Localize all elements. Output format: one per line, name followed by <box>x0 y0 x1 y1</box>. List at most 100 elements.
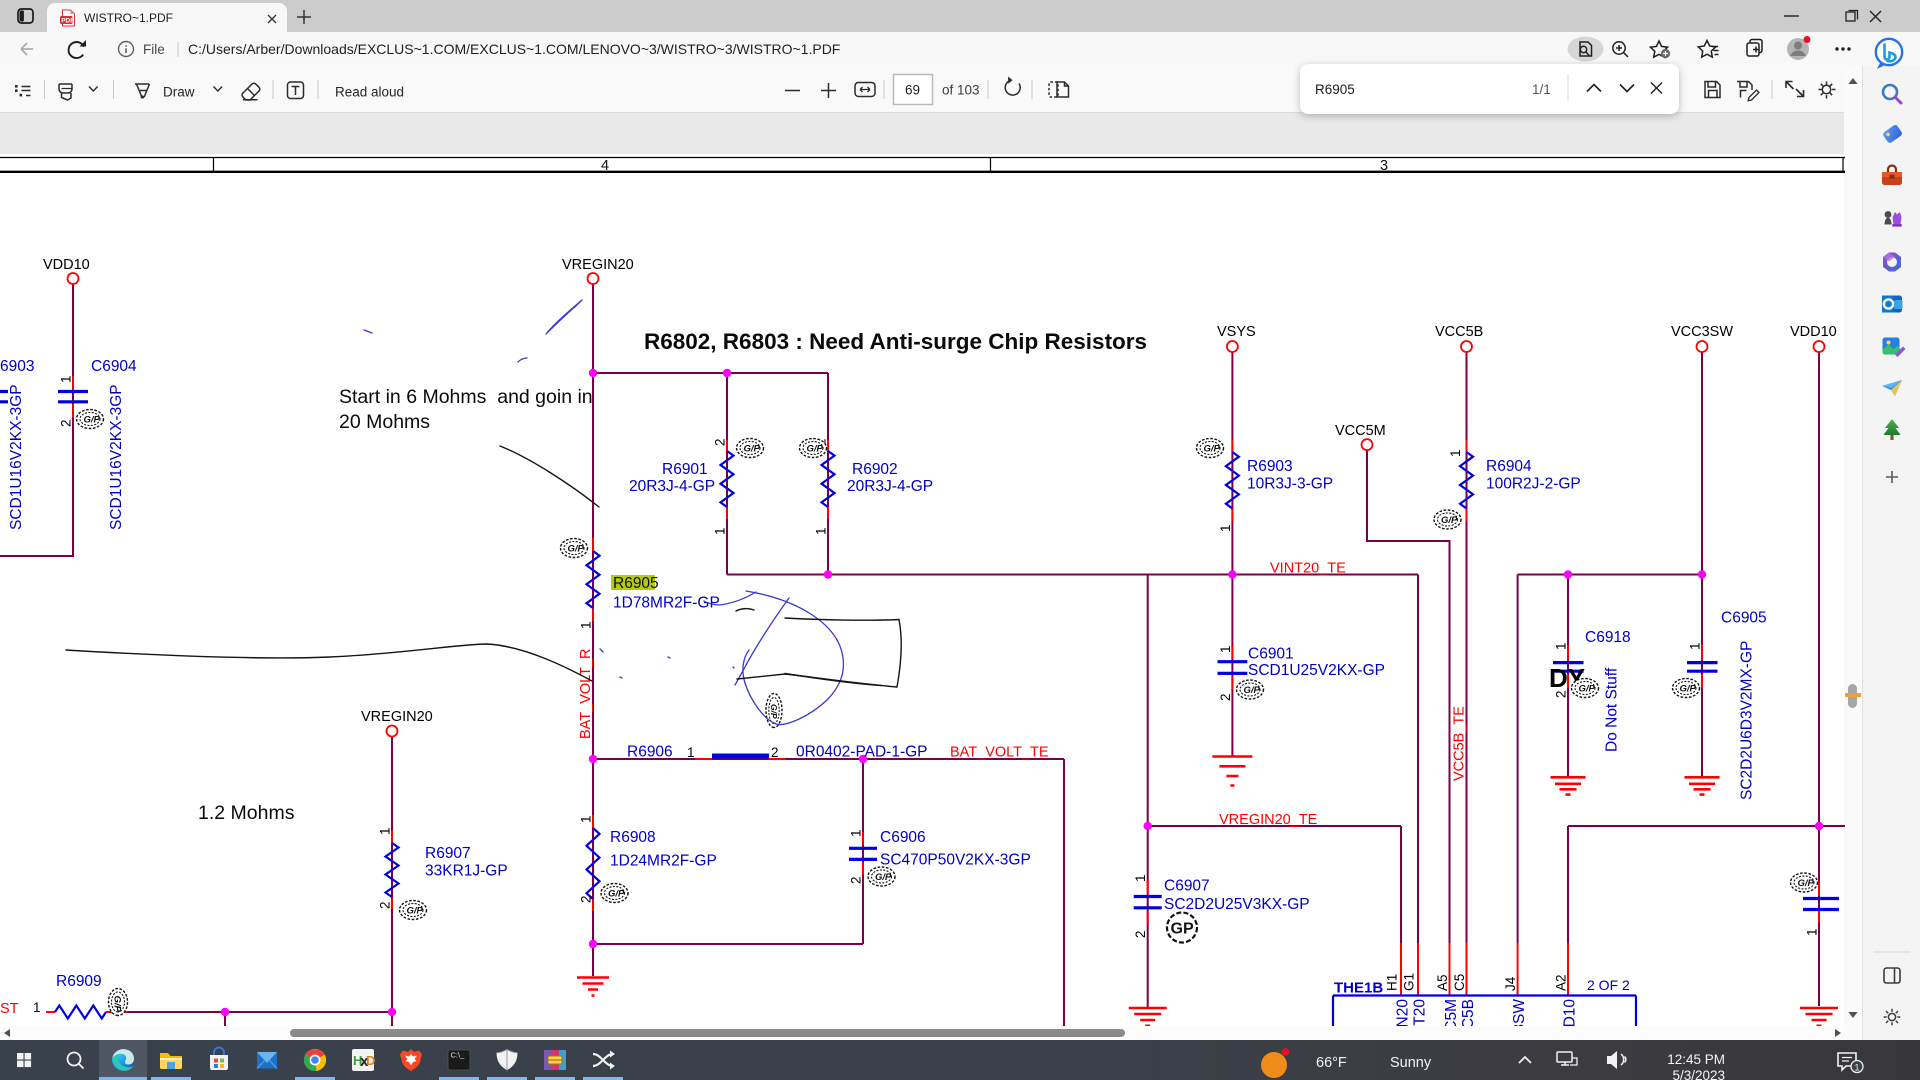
svg-text:1D78MR2F-GP: 1D78MR2F-GP <box>613 595 720 612</box>
svg-text:3: 3 <box>1380 158 1388 174</box>
svg-text:Draw: Draw <box>163 85 195 100</box>
svg-text:SCD1U16V2KX-3GP: SCD1U16V2KX-3GP <box>108 384 125 530</box>
svg-text:1: 1 <box>1855 1063 1860 1073</box>
svg-text:R6907: R6907 <box>425 845 471 862</box>
svg-text:1D24MR2F-GP: 1D24MR2F-GP <box>610 853 717 870</box>
svg-text:C6901: C6901 <box>1248 646 1294 663</box>
svg-text:BAT_VOLT_TE: BAT_VOLT_TE <box>950 745 1049 761</box>
svg-text:C5: C5 <box>1452 974 1467 991</box>
svg-text:THE1B: THE1B <box>1334 980 1383 997</box>
svg-text:C6907: C6907 <box>1164 878 1210 895</box>
svg-text:R6901: R6901 <box>662 461 708 478</box>
svg-text:D: D <box>366 1053 375 1068</box>
svg-text:C6905: C6905 <box>1721 610 1767 627</box>
svg-text:BAT_VOLT_R: BAT_VOLT_R <box>578 648 594 739</box>
svg-text:x: x <box>360 1053 369 1070</box>
svg-text:Read aloud: Read aloud <box>335 85 404 100</box>
svg-text:VREGIN20_TE: VREGIN20_TE <box>1219 812 1318 828</box>
svg-text:10R3J-3-GP: 10R3J-3-GP <box>1247 476 1333 493</box>
svg-text:1: 1 <box>1218 645 1233 653</box>
svg-text:20 Mohms: 20 Mohms <box>339 411 430 433</box>
svg-text:VDD10: VDD10 <box>1790 324 1837 340</box>
svg-text:1: 1 <box>33 1000 41 1015</box>
svg-text:A2: A2 <box>1554 974 1569 991</box>
svg-text:A5: A5 <box>1435 974 1450 991</box>
svg-text:R6905: R6905 <box>613 575 659 592</box>
svg-text:1: 1 <box>1133 874 1148 882</box>
svg-text:Start in 6 Mohms and goin in: Start in 6 Mohms and goin in <box>339 386 593 408</box>
svg-text:VREGIN20: VREGIN20 <box>361 709 433 725</box>
svg-text:SC2D2U6D3V2MX-GP: SC2D2U6D3V2MX-GP <box>1739 641 1756 800</box>
svg-text:1: 1 <box>849 829 864 837</box>
svg-text:of 103: of 103 <box>942 83 980 98</box>
svg-text:2: 2 <box>59 419 74 427</box>
svg-text:R6904: R6904 <box>1486 458 1532 475</box>
svg-text:Sunny: Sunny <box>1390 1055 1432 1071</box>
svg-text:1: 1 <box>1218 524 1233 532</box>
svg-text:1: 1 <box>1688 642 1703 650</box>
svg-text:2: 2 <box>378 901 393 909</box>
svg-text:6903: 6903 <box>0 358 34 375</box>
svg-text:R6906: R6906 <box>627 744 673 761</box>
svg-text:0R0402-PAD-1-GP: 0R0402-PAD-1-GP <box>796 744 928 761</box>
svg-text:C6904: C6904 <box>91 358 137 375</box>
svg-text:VINT20_TE: VINT20_TE <box>1270 561 1346 577</box>
svg-text:R6902: R6902 <box>852 461 898 478</box>
svg-text:20R3J-4-GP: 20R3J-4-GP <box>847 478 933 495</box>
svg-text:VCC5B_TE: VCC5B_TE <box>1452 706 1468 781</box>
svg-text:2: 2 <box>849 876 864 884</box>
svg-text:GP: GP <box>1171 921 1194 938</box>
svg-text:1: 1 <box>579 621 594 629</box>
svg-text:66°F: 66°F <box>1316 1055 1347 1071</box>
svg-text:R6908: R6908 <box>610 829 656 846</box>
svg-text:2: 2 <box>1218 693 1233 701</box>
svg-text:VCC5M: VCC5M <box>1335 423 1386 439</box>
svg-text:VCC3SW: VCC3SW <box>1671 324 1733 340</box>
svg-text:33KR1J-GP: 33KR1J-GP <box>425 863 508 880</box>
svg-text:1/1: 1/1 <box>1532 82 1551 97</box>
svg-text:VDD10: VDD10 <box>43 257 90 273</box>
svg-text:ST: ST <box>0 1001 19 1017</box>
svg-text:4: 4 <box>601 158 609 174</box>
svg-text:R6802, R6803 : Need Anti-surge: R6802, R6803 : Need Anti-surge Chip Resi… <box>644 329 1147 354</box>
svg-text:12:45 PM: 12:45 PM <box>1667 1052 1725 1067</box>
svg-text:2: 2 <box>1554 690 1569 698</box>
svg-text:5/3/2023: 5/3/2023 <box>1672 1068 1725 1080</box>
svg-text:2: 2 <box>713 438 728 446</box>
svg-text:PDF: PDF <box>61 17 74 24</box>
svg-text:1: 1 <box>1448 449 1463 457</box>
svg-text:File: File <box>143 42 165 57</box>
svg-text:SCD1U25V2KX-GP: SCD1U25V2KX-GP <box>1248 662 1385 679</box>
svg-text:2: 2 <box>579 895 594 903</box>
svg-text:R6905: R6905 <box>1315 82 1355 97</box>
svg-text:C:\_: C:\_ <box>451 1051 466 1060</box>
svg-text:C6918: C6918 <box>1585 629 1631 646</box>
svg-text:H1: H1 <box>1385 974 1400 991</box>
svg-text:1: 1 <box>59 375 74 383</box>
svg-text:1: 1 <box>713 527 728 535</box>
svg-text:1.2 Mohms: 1.2 Mohms <box>198 802 295 824</box>
svg-text:G/P: G/P <box>112 996 123 1013</box>
svg-text:Do Not Stuff: Do Not Stuff <box>1604 667 1621 752</box>
svg-text:2: 2 <box>1133 930 1148 938</box>
svg-text:20R3J-4-GP: 20R3J-4-GP <box>629 478 715 495</box>
svg-text:VREGIN20: VREGIN20 <box>562 257 634 273</box>
svg-text:2 OF 2: 2 OF 2 <box>1587 977 1630 993</box>
svg-text:SC2D2U25V3KX-GP: SC2D2U25V3KX-GP <box>1164 896 1310 913</box>
svg-text:VSYS: VSYS <box>1217 324 1256 340</box>
svg-text:2: 2 <box>771 745 779 760</box>
svg-text:1: 1 <box>579 815 594 823</box>
svg-text:J4: J4 <box>1503 976 1518 991</box>
svg-text:1: 1 <box>1554 642 1569 650</box>
svg-text:H: H <box>353 1053 362 1068</box>
svg-text:VCC5B: VCC5B <box>1435 324 1483 340</box>
svg-text:G1: G1 <box>1402 973 1417 991</box>
svg-text:1: 1 <box>378 827 393 835</box>
svg-text:R6909: R6909 <box>56 973 102 990</box>
svg-text:SC470P50V2KX-3GP: SC470P50V2KX-3GP <box>880 852 1031 869</box>
svg-text:1: 1 <box>814 527 829 535</box>
svg-text:SCD1U16V2KX-3GP: SCD1U16V2KX-3GP <box>8 384 25 530</box>
svg-text:G/P: G/P <box>769 704 779 719</box>
svg-text:1: 1 <box>687 745 695 760</box>
svg-text:69: 69 <box>905 83 920 98</box>
